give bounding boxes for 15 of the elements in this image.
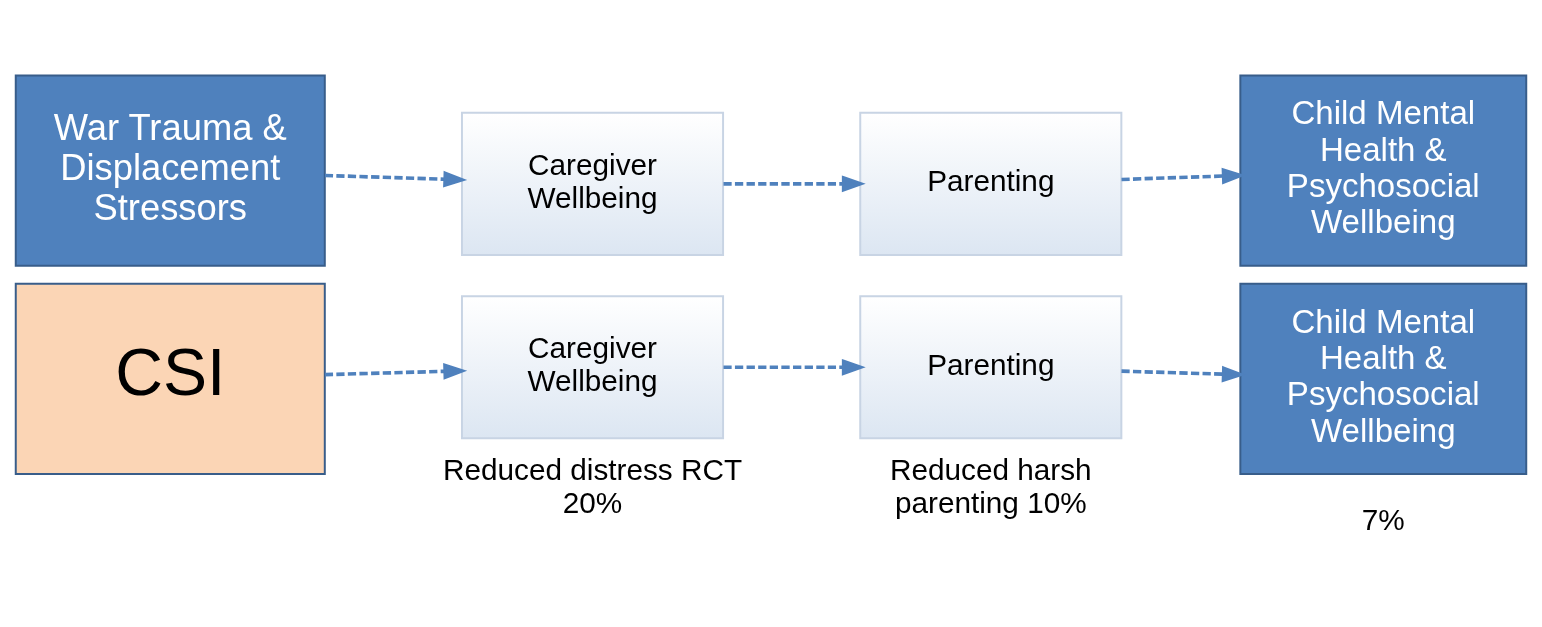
node-box: Child Mental Health & Psychosocial Wellbeing [1239,74,1528,267]
arrow [723,175,866,192]
node-box: Caregiver Wellbeing [460,111,725,256]
node-label: 7% [1361,502,1405,536]
node-box: Caregiver Wellbeing [460,294,725,439]
node-label: Reduced distress RCT 20% [442,452,743,519]
arrow [723,358,866,376]
node-box: Parenting [859,111,1123,256]
node-box: CSI [14,282,326,475]
node-box: Parenting [859,294,1123,439]
node-box: Child Mental Health & Psychosocial Wellbeing [1239,282,1528,475]
arrow [324,170,468,188]
node-label: Reduced harsh parenting 10% [889,452,1092,519]
node-box: War Trauma & Displacement Stressors [14,74,326,267]
arrow [324,362,468,380]
